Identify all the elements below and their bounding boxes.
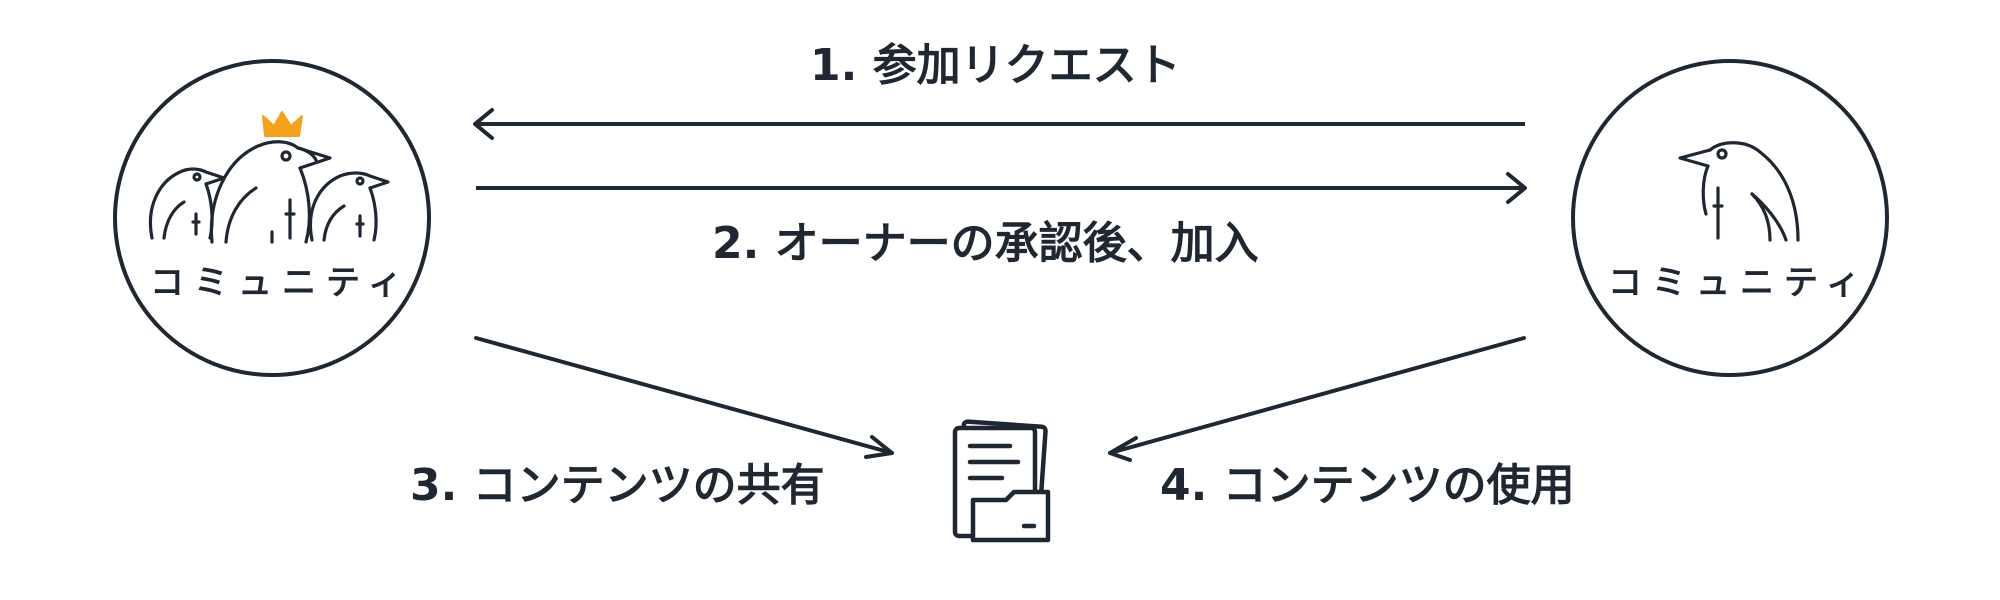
crown-icon [262,111,303,137]
step-2-label: 2. オーナーの承認後、加入 [712,218,1259,269]
arrow-use-content [1108,336,1526,462]
step-4-label: 4. コンテンツの使用 [1160,460,1575,511]
left-community-circle [113,59,431,377]
arrow-approval-join [476,172,1527,204]
penguin-right-small-icon [308,171,390,242]
penguin-middle-big-icon [209,140,332,244]
content-folder-icon [952,419,1051,543]
penguin-icon [1678,141,1800,242]
left-community-label: コミュニティ [150,263,412,303]
step-1-label: 1. 参加リクエスト [810,40,1181,91]
right-community-label: コミュニティ [1608,263,1870,303]
penguin-group-with-crown-icon [148,111,390,244]
arrow-join-request [473,108,1525,140]
step-3-label: 3. コンテンツの共有 [410,460,825,511]
right-community-circle [1571,59,1889,377]
arrow-share-content [474,336,894,459]
